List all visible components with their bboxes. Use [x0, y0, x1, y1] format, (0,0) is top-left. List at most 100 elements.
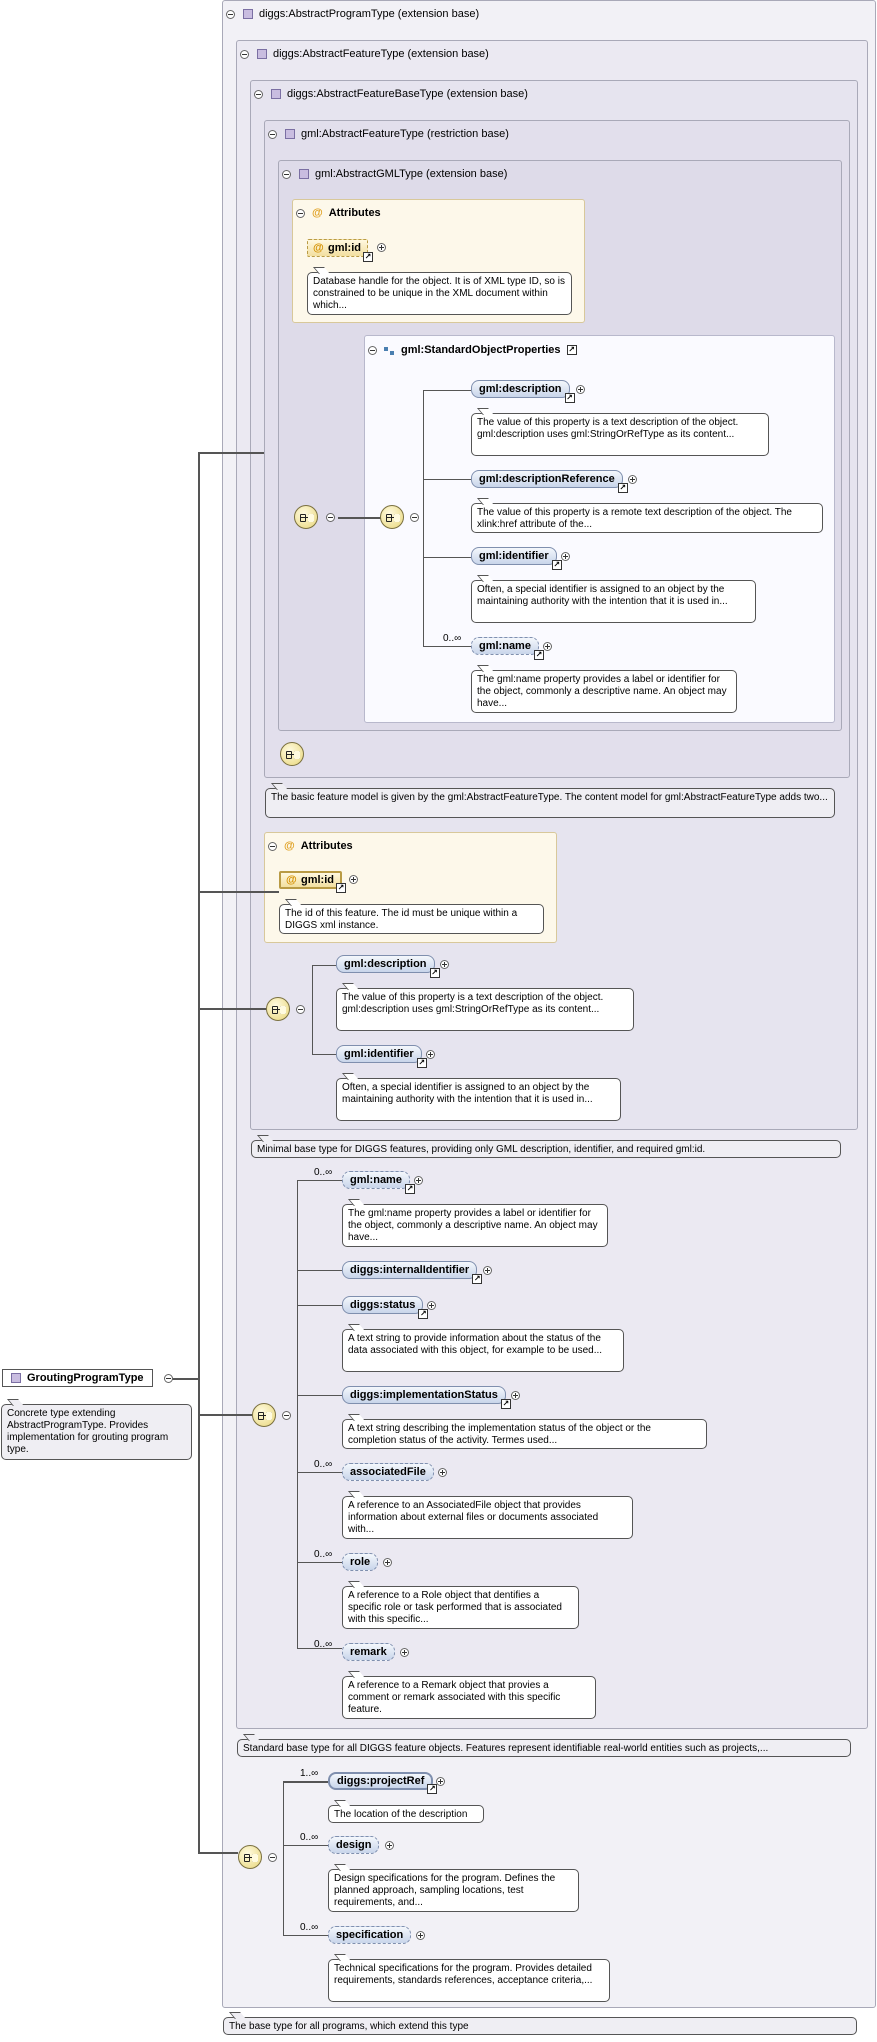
sequence-compositor-icon[interactable]	[380, 505, 404, 529]
connector-line	[297, 1562, 342, 1563]
sequence-compositor-icon[interactable]	[238, 1845, 262, 1869]
expand-icon[interactable]	[383, 1558, 392, 1567]
connector-line	[283, 1845, 328, 1846]
collapse-icon[interactable]	[296, 208, 305, 218]
expand-icon[interactable]	[483, 1266, 492, 1275]
base-gml-description-element[interactable]: gml:description↗	[336, 955, 440, 978]
collapse-icon[interactable]	[254, 89, 263, 99]
gml-id-label: gml:id	[328, 242, 361, 254]
collapse-icon[interactable]	[282, 1411, 291, 1420]
reference-arrow-icon: ↗	[363, 252, 373, 262]
role-element[interactable]: role	[342, 1553, 379, 1571]
occurrence-label: 0..∞	[300, 1832, 319, 1843]
expand-icon[interactable]	[426, 1050, 435, 1059]
diggs-project-ref-element[interactable]: diggs:projectRef↗	[328, 1772, 438, 1794]
sequence-compositor-icon[interactable]	[266, 997, 290, 1021]
gml-id-attribute[interactable]: @ gml:id ↗	[307, 239, 373, 262]
diggs-internal-identifier-element[interactable]: diggs:internalIdentifier↗	[342, 1261, 483, 1284]
abstract-feature-type-header[interactable]: diggs:AbstractFeatureType (extension bas…	[240, 48, 489, 60]
complex-type-icon	[299, 169, 309, 179]
base-gml-id-attribute[interactable]: @ gml:id ↗	[279, 871, 346, 893]
std-gml-identifier-element[interactable]: gml:identifier↗	[471, 547, 562, 570]
gml-feature-type-doc: The basic feature model is given by the …	[265, 788, 835, 818]
standard-object-properties-label: gml:StandardObjectProperties	[401, 344, 561, 356]
expand-icon[interactable]	[377, 243, 386, 252]
std-gml-description-element[interactable]: gml:description↗	[471, 380, 575, 403]
design-element[interactable]: design	[328, 1836, 380, 1854]
root-element[interactable]: GroutingProgramType	[2, 1369, 153, 1387]
collapse-icon[interactable]	[268, 1853, 277, 1862]
connector-line	[198, 1414, 252, 1416]
element-label: gml:description	[344, 958, 427, 970]
specification-element[interactable]: specification	[328, 1926, 412, 1944]
connector-line	[297, 1472, 342, 1473]
expand-icon[interactable]	[628, 475, 637, 484]
connector-line	[423, 390, 424, 646]
expand-icon[interactable]	[385, 1841, 394, 1850]
reference-arrow-icon: ↗	[533, 650, 544, 660]
gml-abstract-gml-type-label: gml:AbstractGMLType (extension base)	[315, 168, 508, 180]
diggs-implementation-status-element[interactable]: diggs:implementationStatus↗	[342, 1386, 511, 1409]
attribute-icon: @	[312, 207, 323, 219]
collapse-icon[interactable]	[368, 345, 377, 355]
connector-line	[198, 452, 264, 454]
element-label: diggs:internalIdentifier	[350, 1264, 470, 1276]
gml-abstract-feature-type-header[interactable]: gml:AbstractFeatureType (restriction bas…	[268, 128, 509, 140]
reference-arrow-icon: ↗	[566, 345, 577, 355]
occurrence-label: 0..∞	[314, 1459, 333, 1470]
collapse-icon[interactable]	[164, 1374, 173, 1383]
gml-abstract-gml-type-header[interactable]: gml:AbstractGMLType (extension base)	[282, 168, 507, 180]
connector-line	[312, 1054, 336, 1055]
collapse-icon[interactable]	[410, 513, 419, 522]
collapse-icon[interactable]	[240, 49, 249, 59]
complex-type-icon	[257, 49, 267, 59]
collapse-icon[interactable]	[268, 841, 277, 851]
collapse-icon[interactable]	[326, 513, 335, 522]
remark-element[interactable]: remark	[342, 1643, 395, 1661]
reference-arrow-icon: ↗	[500, 1399, 511, 1409]
expand-icon[interactable]	[427, 1301, 436, 1310]
expand-icon[interactable]	[414, 1176, 423, 1185]
associated-file-element[interactable]: associatedFile	[342, 1463, 434, 1481]
expand-icon[interactable]	[511, 1391, 520, 1400]
diggs-status-doc: A text string to provide information abo…	[342, 1329, 624, 1372]
std-gml-description-reference-element[interactable]: gml:descriptionReference↗	[471, 470, 628, 493]
base-attributes-header[interactable]: @ Attributes	[268, 840, 353, 852]
abstract-feature-base-type-header[interactable]: diggs:AbstractFeatureBaseType (extension…	[254, 88, 528, 100]
sequence-compositor-icon[interactable]	[252, 1403, 276, 1427]
expand-icon[interactable]	[349, 875, 358, 884]
expand-icon[interactable]	[543, 642, 552, 651]
occurrence-label: 0..∞	[314, 1639, 333, 1650]
connector-line	[198, 452, 200, 1853]
expand-icon[interactable]	[440, 960, 449, 969]
expand-icon[interactable]	[400, 1648, 409, 1657]
sequence-compositor-icon[interactable]	[294, 505, 318, 529]
std-gml-description-reference-doc: The value of this property is a remote t…	[471, 503, 823, 533]
collapse-icon[interactable]	[296, 1005, 305, 1014]
expand-icon[interactable]	[436, 1777, 445, 1786]
occurrence-label: 1..∞	[300, 1768, 319, 1779]
feature-gml-name-element[interactable]: gml:name↗	[342, 1171, 415, 1194]
standard-object-properties-header[interactable]: gml:StandardObjectProperties ↗	[368, 344, 577, 356]
expand-icon[interactable]	[561, 552, 570, 561]
collapse-icon[interactable]	[268, 129, 277, 139]
sequence-compositor-icon[interactable]	[280, 742, 304, 766]
expand-icon[interactable]	[576, 385, 585, 394]
complex-type-icon	[243, 9, 253, 19]
connector-line	[297, 1648, 342, 1649]
abstract-feature-type-label: diggs:AbstractFeatureType (extension bas…	[273, 48, 489, 60]
element-label: diggs:status	[350, 1299, 416, 1311]
diggs-implementation-status-doc: A text string describing the implementat…	[342, 1419, 707, 1449]
expand-icon[interactable]	[438, 1468, 447, 1477]
element-label: diggs:projectRef	[337, 1775, 425, 1787]
gml-attributes-header[interactable]: @ Attributes	[296, 207, 381, 219]
expand-icon[interactable]	[416, 1931, 425, 1940]
std-gml-name-element[interactable]: gml:name↗	[471, 637, 544, 660]
collapse-icon[interactable]	[282, 169, 291, 179]
base-gml-identifier-element[interactable]: gml:identifier↗	[336, 1045, 427, 1068]
collapse-icon[interactable]	[226, 9, 235, 19]
abstract-program-type-header[interactable]: diggs:AbstractProgramType (extension bas…	[226, 8, 479, 20]
diggs-status-element[interactable]: diggs:status↗	[342, 1296, 429, 1319]
connector-line	[283, 1781, 328, 1783]
diggs-project-ref-doc: The location of the description	[328, 1805, 484, 1823]
